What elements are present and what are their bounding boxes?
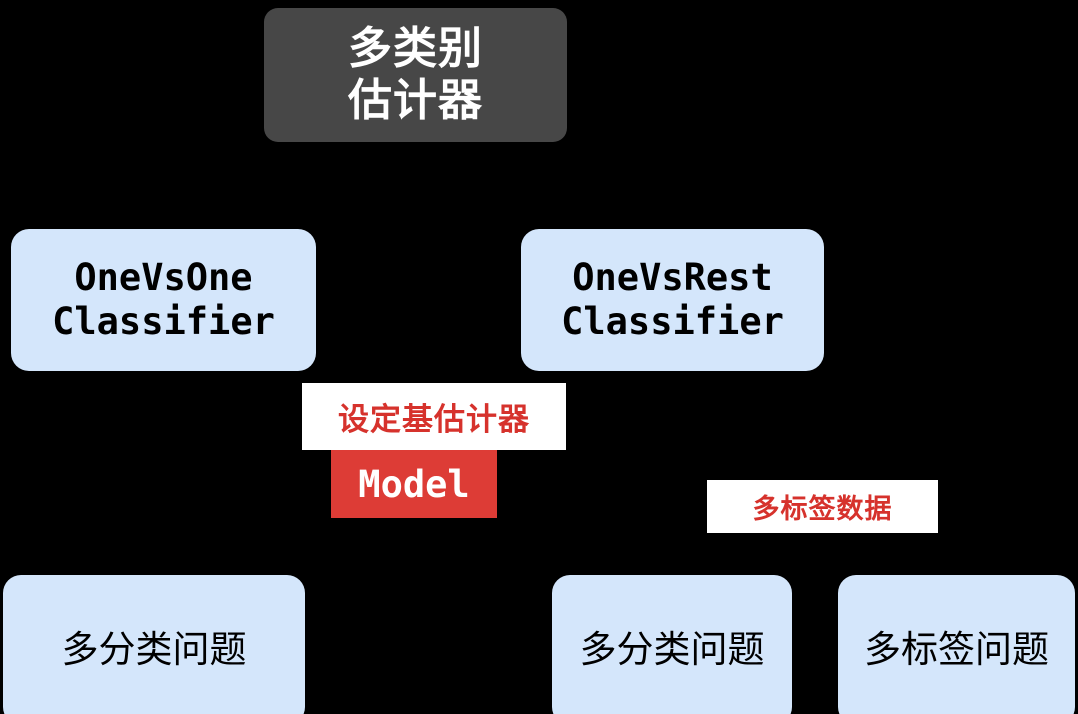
node-onevsone-classifier[interactable]: OneVsOne Classifier xyxy=(11,229,316,371)
node-multiclass-problem-left[interactable]: 多分类问题 xyxy=(3,575,305,714)
edge-label-set-base-estimator: 设定基估计器 xyxy=(302,383,566,450)
node-multiclass-problem-right[interactable]: 多分类问题 xyxy=(552,575,792,714)
edge-label-multilabel-data: 多标签数据 xyxy=(707,480,938,533)
node-multiclass-estimator[interactable]: 多类别 估计器 xyxy=(264,8,567,142)
node-multilabel-problem[interactable]: 多标签问题 xyxy=(838,575,1075,714)
edge-label-model: Model xyxy=(331,450,497,518)
node-onevsrest-classifier[interactable]: OneVsRest Classifier xyxy=(521,229,824,371)
